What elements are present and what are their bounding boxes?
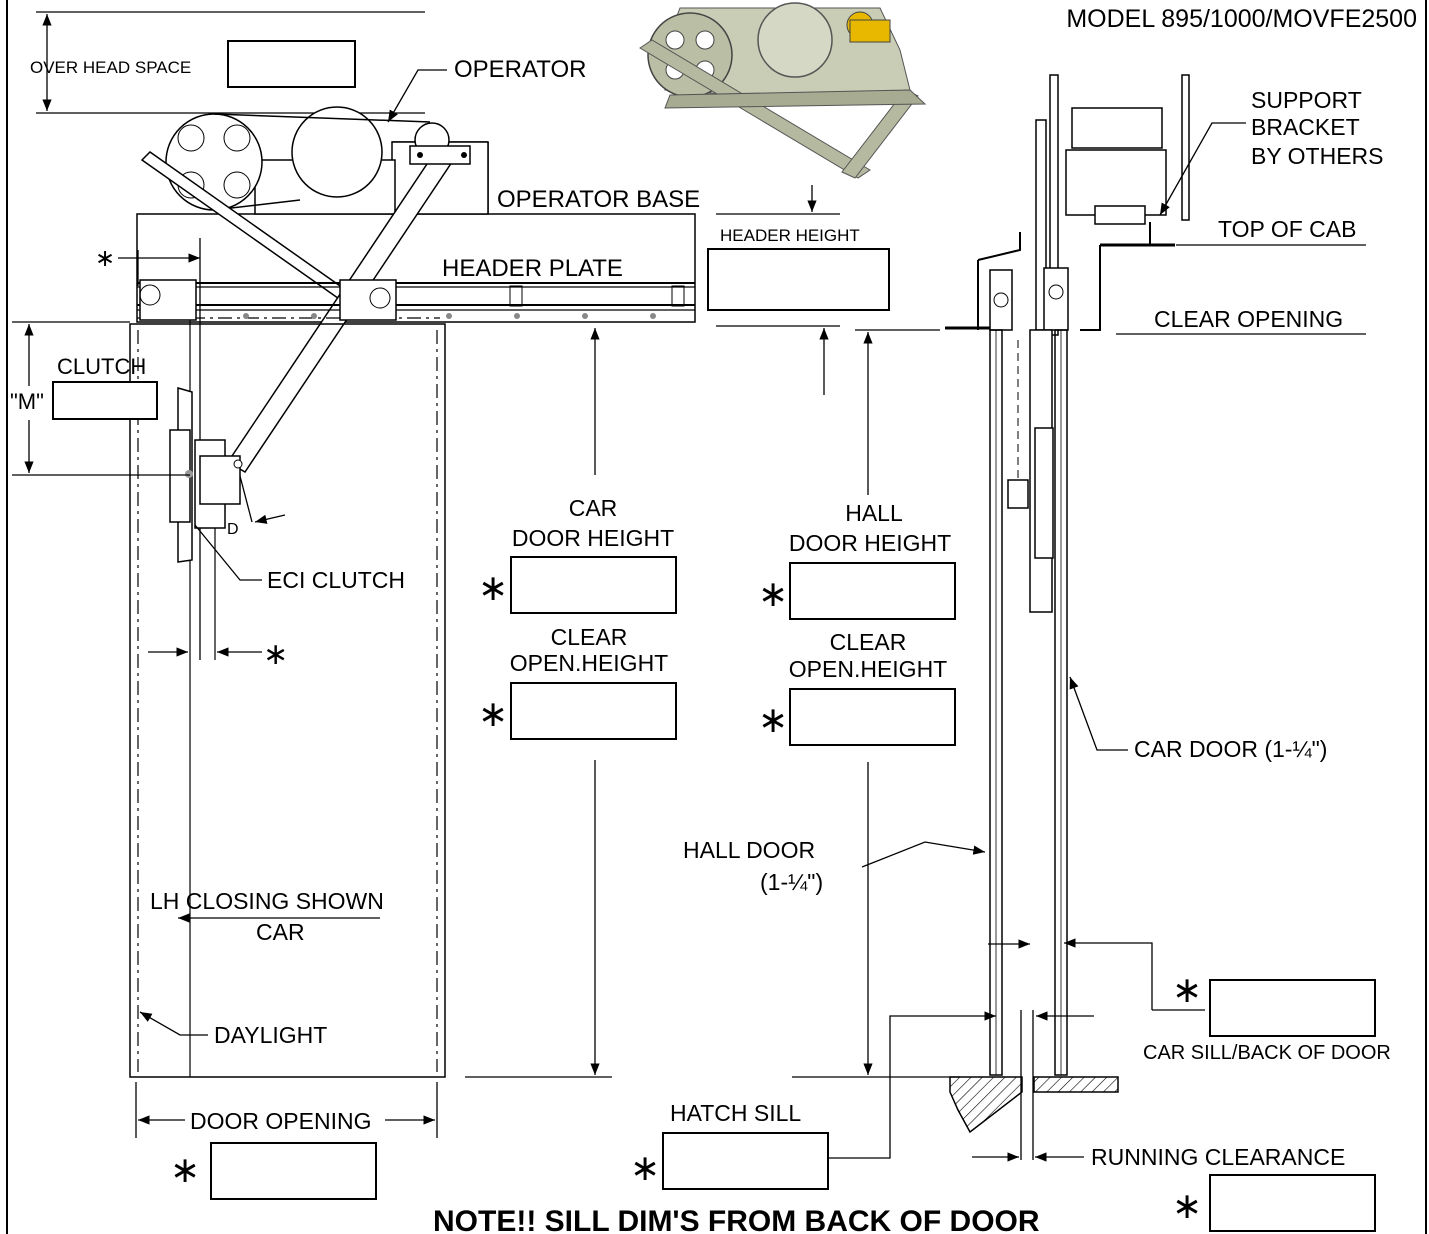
operator-base-label: OPERATOR BASE xyxy=(497,186,700,213)
header-height-field[interactable] xyxy=(707,248,890,311)
asterisk-marker: ∗ xyxy=(263,638,288,671)
operator-label: OPERATOR xyxy=(454,56,586,83)
car-sill-back-of-door-label: CAR SILL/BACK OF DOOR xyxy=(1143,1042,1391,1064)
car-clear-open-height-field[interactable] xyxy=(510,682,677,740)
car-direction-label: CAR xyxy=(256,919,305,945)
top-of-cab-label: TOP OF CAB xyxy=(1218,216,1356,242)
hall-clear-open-height-label: CLEAR xyxy=(830,629,907,655)
support-bracket-label: SUPPORT xyxy=(1251,87,1362,113)
clear-opening-label: CLEAR OPENING xyxy=(1154,306,1343,332)
asterisk-marker: ∗ xyxy=(95,245,115,272)
car-door-label: CAR DOOR (1-¼") xyxy=(1134,736,1327,762)
side-section-view xyxy=(945,74,1190,1160)
daylight-label: DAYLIGHT xyxy=(214,1022,327,1048)
drawing-border xyxy=(6,0,1427,1234)
clutch-m-field[interactable] xyxy=(52,381,158,420)
asterisk-marker: ∗ xyxy=(478,693,508,734)
hall-door-height-field[interactable] xyxy=(789,562,956,620)
running-clearance-label: RUNNING CLEARANCE xyxy=(1091,1144,1345,1170)
hall-door-label: HALL DOOR xyxy=(683,837,815,863)
operator-elevation xyxy=(136,106,696,474)
door-opening-label: DOOR OPENING xyxy=(190,1108,371,1134)
door-opening-dimension: DOOR OPENING xyxy=(135,1082,438,1138)
asterisk-marker: ∗ xyxy=(630,1147,660,1188)
asterisk-marker: ∗ xyxy=(758,573,788,614)
running-clearance-field[interactable] xyxy=(1209,1174,1376,1232)
overhead-space-field[interactable] xyxy=(227,40,356,88)
lh-closing-label: LH CLOSING SHOWN xyxy=(150,888,384,914)
header-height-label: HEADER HEIGHT xyxy=(720,226,860,245)
eci-clutch-label: ECI CLUTCH xyxy=(267,567,405,593)
hatch-sill-section xyxy=(949,1076,1023,1134)
support-bracket-label-3: BY OTHERS xyxy=(1251,143,1384,169)
car-sill-section xyxy=(1033,1076,1119,1093)
model-title: MODEL 895/1000/MOVFE2500 xyxy=(1066,5,1417,33)
clutch-m-dimension: CLUTCH "M" D xyxy=(10,321,239,538)
hall-door-height-label: HALL xyxy=(845,500,903,526)
header-plate-label: HEADER PLATE xyxy=(442,255,623,282)
header-height-dimension: HEADER HEIGHT xyxy=(716,185,860,395)
hall-door-height-label-2: DOOR HEIGHT xyxy=(789,530,951,556)
car-clear-open-height-label-2: OPEN.HEIGHT xyxy=(510,650,668,676)
asterisk-marker: ∗ xyxy=(1172,1185,1202,1226)
hatch-sill-field[interactable] xyxy=(662,1132,829,1190)
car-door-height-label-2: DOOR HEIGHT xyxy=(512,525,674,551)
eci-clutch-drawing xyxy=(169,387,286,563)
hall-clear-open-height-label-2: OPEN.HEIGHT xyxy=(789,656,947,682)
car-door-height-field[interactable] xyxy=(510,556,677,614)
hall-door-thickness-label: (1-¼") xyxy=(760,869,823,895)
d-label: D xyxy=(227,521,239,538)
asterisk-marker: ∗ xyxy=(758,699,788,740)
overhead-space-label: OVER HEAD SPACE xyxy=(30,58,191,77)
asterisk-marker: ∗ xyxy=(1172,969,1202,1010)
m-label: "M" xyxy=(10,389,44,414)
asterisk-marker: ∗ xyxy=(478,567,508,608)
overhead-space-dimension: OVER HEAD SPACE xyxy=(30,11,425,114)
car-clear-open-height-label: CLEAR xyxy=(551,624,628,650)
sill-note: NOTE!! SILL DIM'S FROM BACK OF DOOR xyxy=(433,1205,1040,1234)
hall-clear-open-height-field[interactable] xyxy=(789,688,956,746)
clutch-label: CLUTCH xyxy=(57,354,146,379)
car-sill-back-of-door-field[interactable] xyxy=(1209,979,1376,1037)
support-bracket-label-2: BRACKET xyxy=(1251,114,1360,140)
door-opening-field[interactable] xyxy=(210,1142,377,1200)
hatch-sill-label: HATCH SILL xyxy=(670,1100,801,1126)
asterisk-marker: ∗ xyxy=(170,1149,200,1190)
car-door-height-label: CAR xyxy=(569,495,618,521)
operator-photo xyxy=(639,2,927,179)
